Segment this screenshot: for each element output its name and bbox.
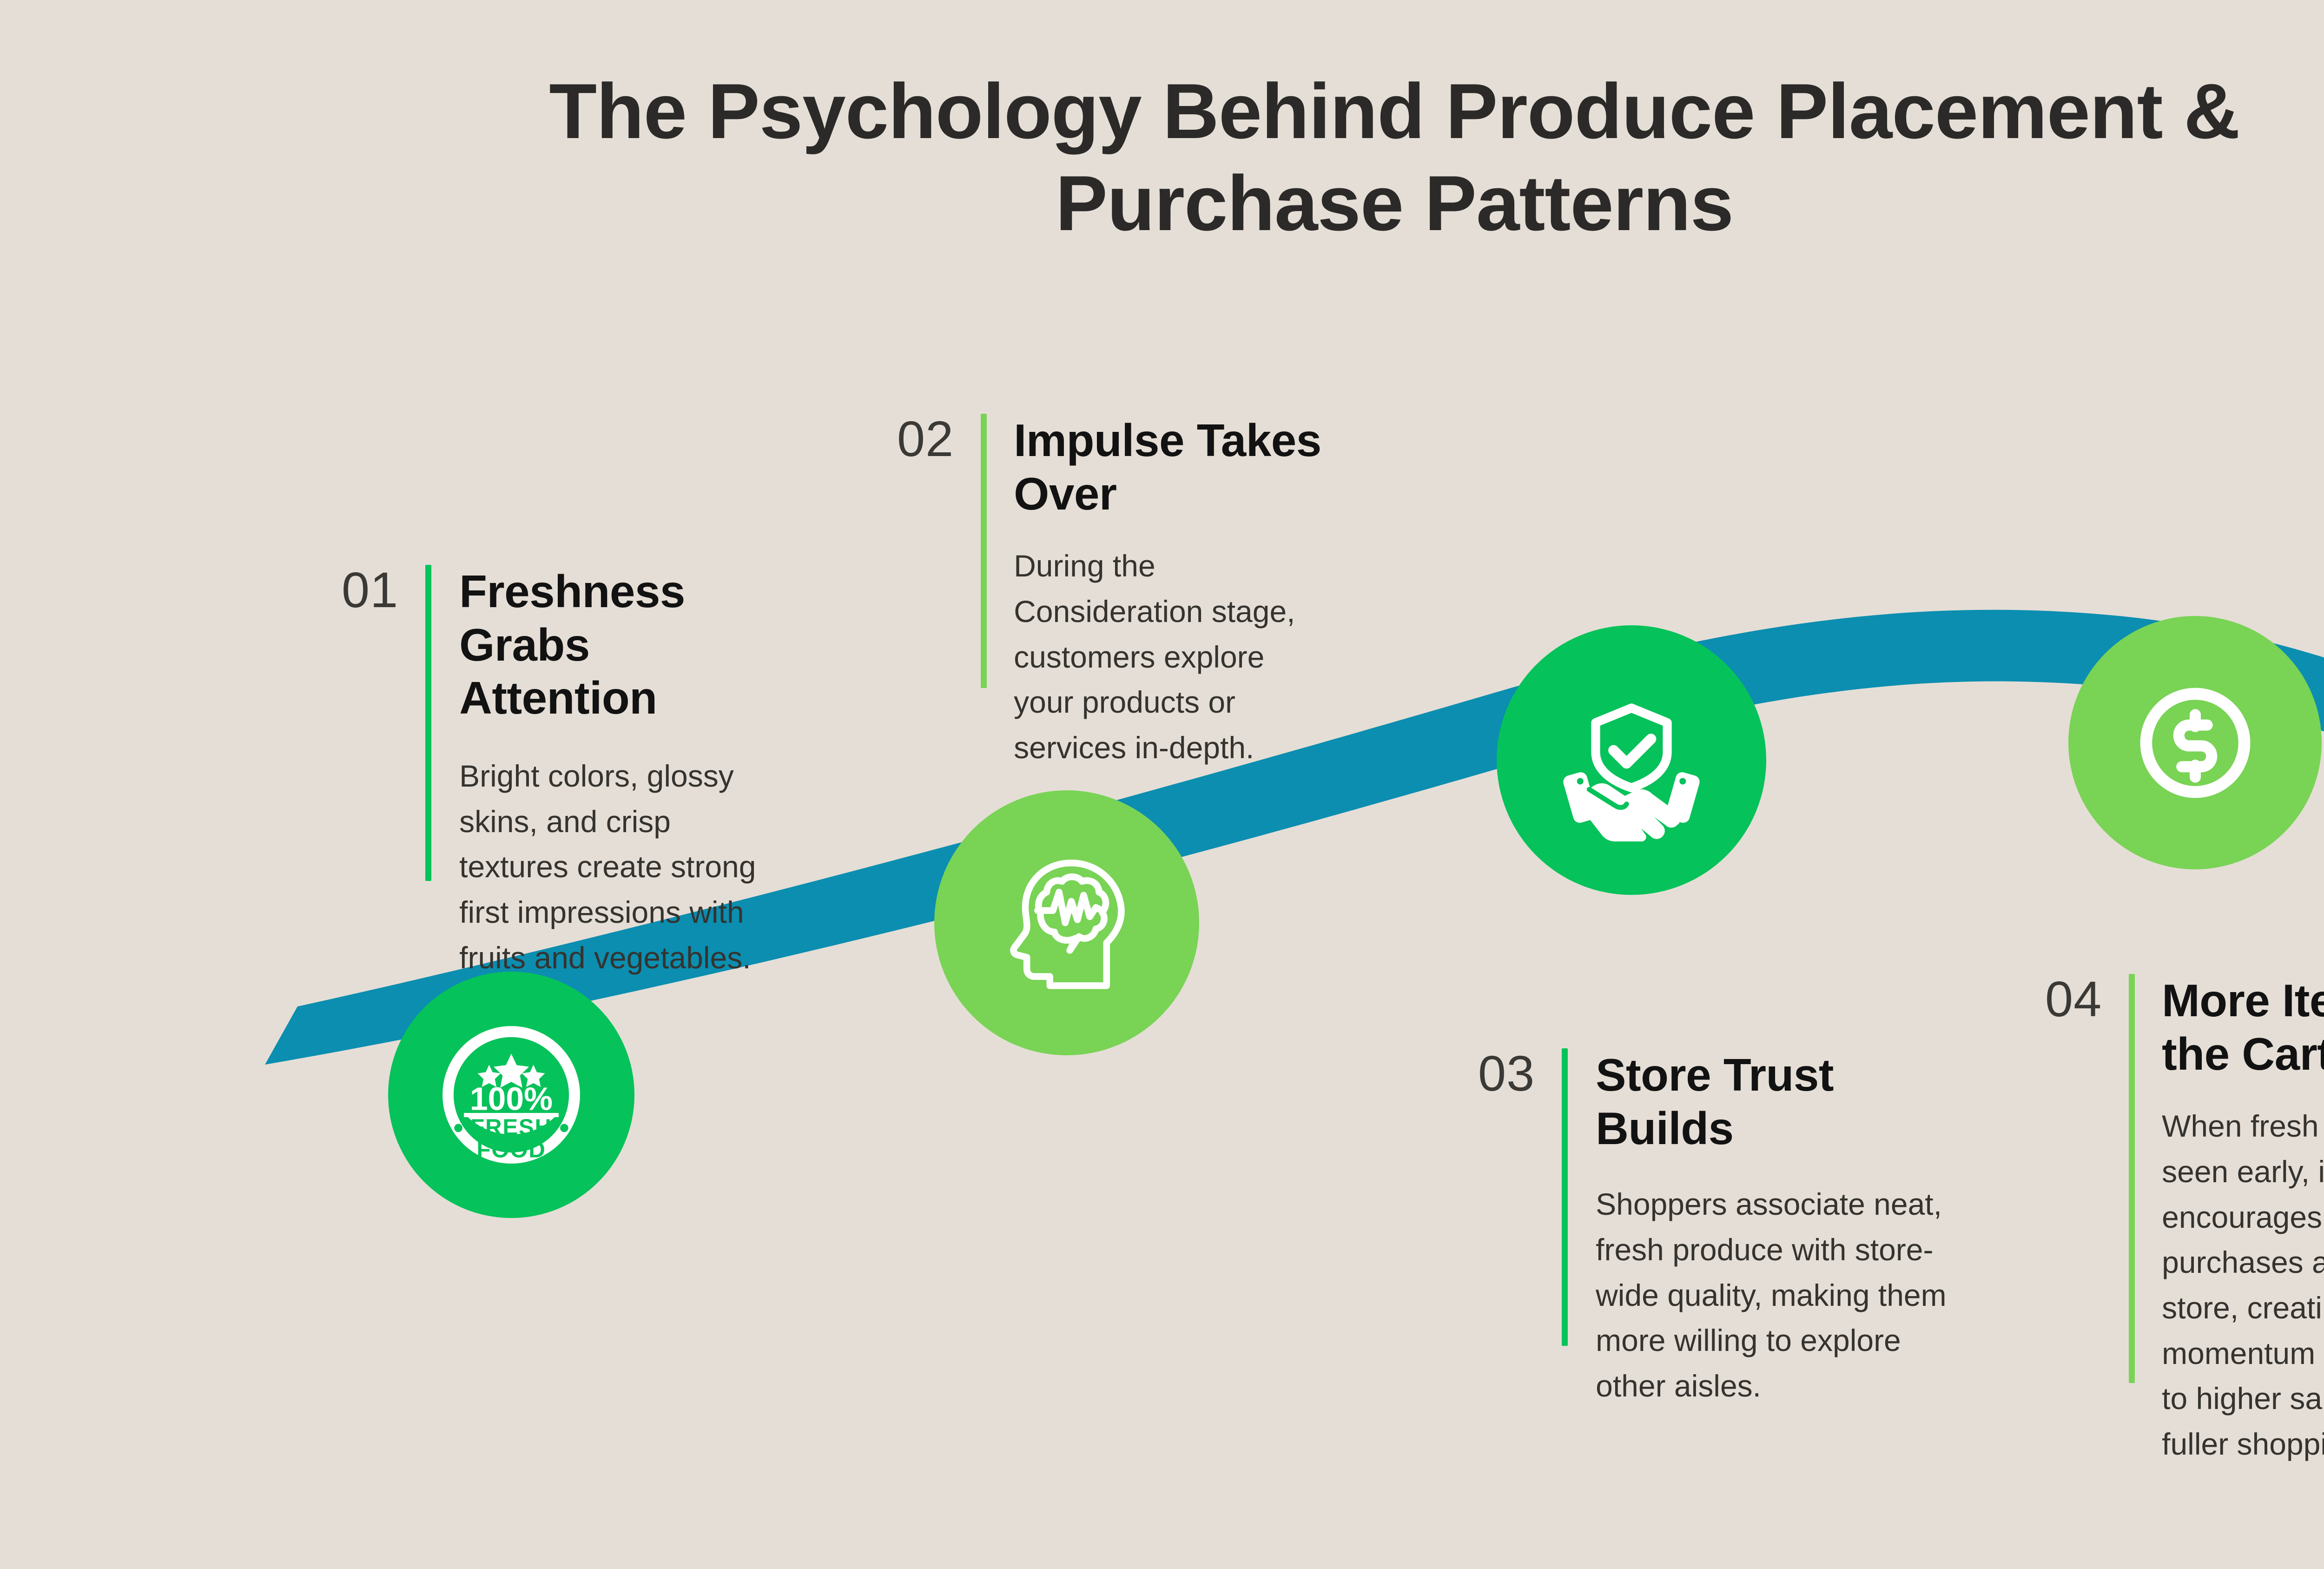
step-2-accent-bar xyxy=(981,414,987,688)
step-3-text-block: 03 Store Trust Builds Shoppers associate… xyxy=(1478,1048,2059,1409)
fresh-food-badge-icon: 100% FRESH FOOD xyxy=(442,1026,580,1164)
step-3-description: Shoppers associate neat, fresh produce w… xyxy=(1596,1187,1947,1403)
step-2-text-block: 02 Impulse Takes Over During the Conside… xyxy=(897,414,1432,771)
step-4-text-block: 04 More Items in the Cart When fresh pro… xyxy=(2045,974,2324,1467)
head-brain-activity-icon xyxy=(1010,860,1125,989)
step-1-title: Freshness Grabs Attention xyxy=(459,566,685,724)
step-3-icon-circle[interactable] xyxy=(1497,625,1766,895)
step-3-accent-bar xyxy=(1562,1048,1568,1346)
step-4-accent-bar xyxy=(2129,974,2135,1383)
step-2-title: Impulse Takes Over xyxy=(1014,415,1321,519)
step-4-number: 04 xyxy=(2045,971,2102,1027)
svg-text:FOOD: FOOD xyxy=(476,1137,546,1162)
step-4-icon-circle[interactable] xyxy=(2068,616,2322,869)
step-2-number: 02 xyxy=(897,410,954,467)
step-4-content: More Items in the Cart When fresh produc… xyxy=(2162,974,2324,1467)
step-1-content: Freshness Grabs Attention Bright colors,… xyxy=(459,565,785,980)
step-1-text-block: 01 Freshness Grabs Attention Bright colo… xyxy=(342,565,890,980)
step-3-content: Store Trust Builds Shoppers associate ne… xyxy=(1596,1048,1967,1409)
step-1-number: 01 xyxy=(342,562,399,618)
arrow-shaft xyxy=(265,609,2324,1065)
step-4-description: When fresh produce is seen early, it enc… xyxy=(2162,1109,2324,1462)
step-2-description: During the Consideration stage, customer… xyxy=(1014,549,1295,765)
step-4-title: More Items in the Cart xyxy=(2162,975,2324,1079)
page-title: The Psychology Behind Produce Placement … xyxy=(0,65,2324,249)
page-title-line-1: The Psychology Behind Produce Placement … xyxy=(549,67,2240,155)
step-1-icon-circle[interactable]: 100% FRESH FOOD xyxy=(388,972,634,1218)
step-1-description: Bright colors, glossy skins, and crisp t… xyxy=(459,758,756,975)
dollar-coin-icon xyxy=(2140,688,2250,798)
step-1-accent-bar xyxy=(425,565,432,881)
page-title-line-2: Purchase Patterns xyxy=(1055,159,1734,247)
step-2-content: Impulse Takes Over During the Considerat… xyxy=(1014,414,1330,771)
handshake-shield-check-icon xyxy=(1563,703,1700,841)
step-3-number: 03 xyxy=(1478,1045,1535,1101)
step-2-icon-circle[interactable] xyxy=(934,790,1199,1055)
svg-text:FRESH: FRESH xyxy=(470,1115,552,1140)
step-3-title: Store Trust Builds xyxy=(1596,1049,1834,1154)
svg-text:100%: 100% xyxy=(470,1080,553,1117)
